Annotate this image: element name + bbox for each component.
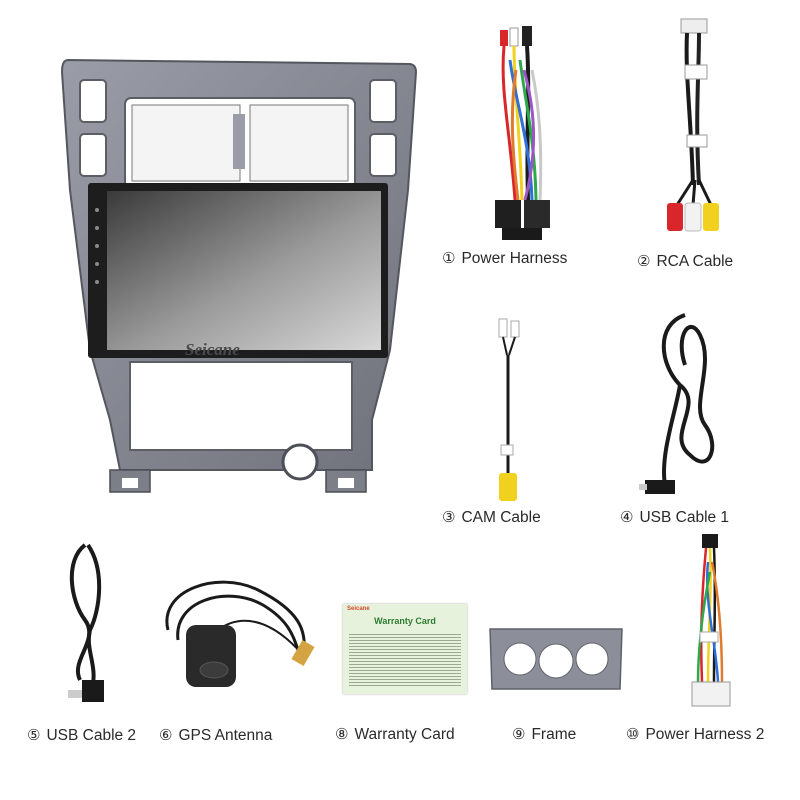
head-unit-with-frame bbox=[60, 58, 418, 493]
power-harness-image bbox=[495, 26, 550, 240]
power-harness-2-image bbox=[691, 534, 731, 707]
brand-watermark: Seicane bbox=[185, 340, 240, 359]
warranty-card-title: Warranty Card bbox=[374, 616, 436, 626]
warranty-card-brand: Seicane bbox=[347, 606, 370, 612]
rca-cable-image bbox=[667, 18, 719, 232]
gps-antenna-image bbox=[165, 580, 315, 687]
warranty-card-body bbox=[349, 632, 461, 686]
warranty-card-image: Seicane Warranty Card bbox=[343, 604, 467, 694]
usb-cable-1-image bbox=[639, 313, 715, 494]
frame-image bbox=[489, 628, 623, 690]
usb-cable-2-image bbox=[68, 543, 104, 702]
cam-cable-image bbox=[498, 318, 520, 501]
